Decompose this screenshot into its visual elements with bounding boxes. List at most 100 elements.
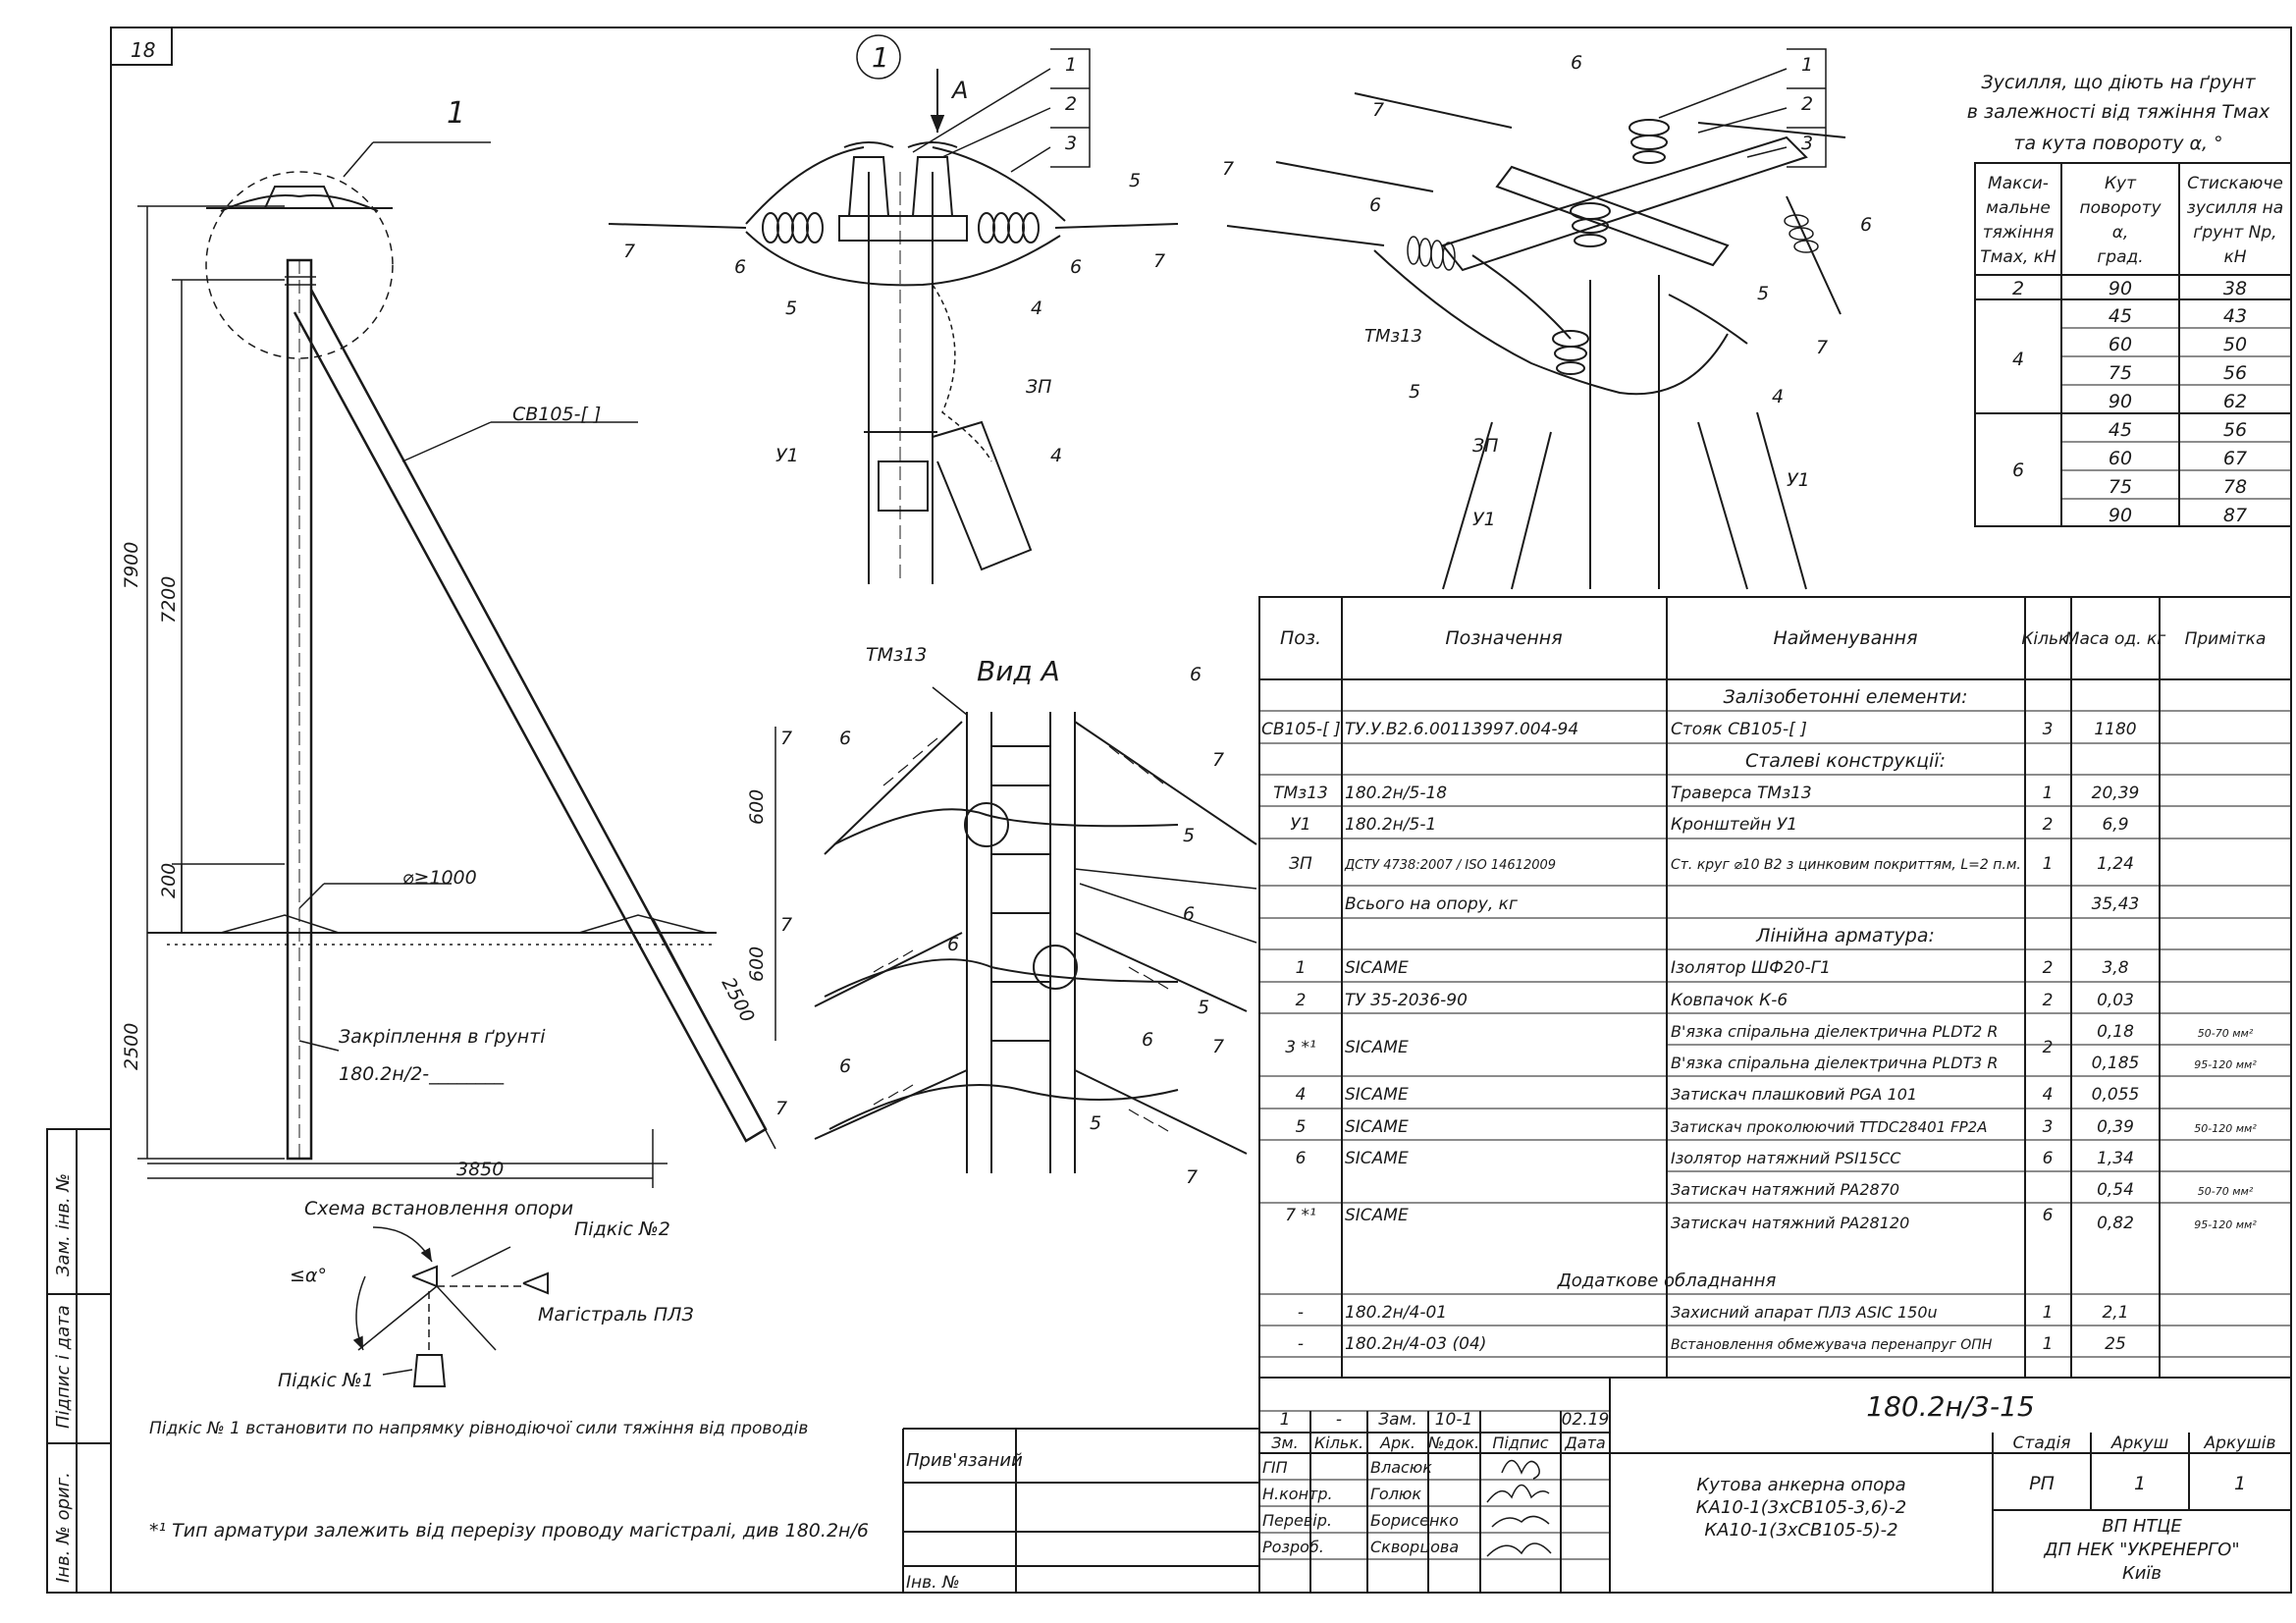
spec-h-qty: Кільк. [2021,629,2073,649]
spec-name: Встановлення обмежувача перенапруг ОПН [1671,1337,1993,1353]
spec-pos: - [1298,1303,1304,1323]
stage-header: Стадія [2013,1434,2071,1453]
spec-qty: 2 [2043,958,2054,978]
iso-label-3: 3 [1801,133,1813,154]
fh-angle-4: град. [2097,247,2143,267]
rev-1: 1 [1280,1410,1291,1430]
force-title-2: в залежності від тяжіння Тмах [1967,101,2270,123]
spec-qty: 3 [2043,1117,2054,1137]
fixing-ref: 180.2н/2-________ [339,1063,505,1085]
spec-mass: 6,9 [2102,815,2128,835]
org-1: ВП НТЦЕ [2102,1516,2182,1537]
stage-value: РП [2029,1473,2055,1494]
spec-qty: 6 [2043,1149,2054,1168]
spec-qty: 1 [2043,854,2054,874]
sheets-value: 1 [2234,1473,2246,1494]
fh-np-4: кН [2223,247,2246,267]
spec-h-mass: Маса од. кг [2065,629,2165,649]
spec-code: 180.2н/4-01 [1345,1303,1447,1323]
force-np: 38 [2223,278,2247,299]
rev-3: Зам. [1378,1410,1417,1430]
rev-6: 02.19 [1562,1410,1610,1430]
detail-1-view [608,34,1179,584]
va-label-6c: 6 [947,934,959,955]
spec-mass: 0,055 [2092,1085,2140,1105]
person: Голюк [1370,1485,1421,1503]
spec-code: 180.2н/5-18 [1345,784,1447,803]
spec-name: Ізолятор натяжний PSI15CC [1671,1149,1901,1167]
va-label-7e: 7 [775,1098,787,1119]
strut-pole [293,289,768,1143]
spec-qty: 3 [2043,720,2054,739]
spec-pos: 7 *¹ [1285,1206,1316,1225]
force-np: 56 [2223,419,2247,441]
installation-scheme [352,1226,549,1387]
d1-label-6b: 6 [1070,256,1082,278]
doc-title-1: Кутова анкерна опора [1696,1475,1905,1495]
spec-pos: 4 [1296,1085,1307,1105]
spec-name: Затискач натяжний PA28120 [1671,1214,1909,1232]
d1-label-1: 1 [1065,54,1077,76]
spec-h-code: Позначення [1445,627,1562,649]
spec-qty: 1 [2043,1303,2054,1323]
spec-pos: 6 [1296,1149,1307,1168]
spec-name: Ізолятор ШФ20-Г1 [1671,958,1831,978]
spec-pos: 3 *¹ [1285,1038,1316,1057]
spec-code: SICAME [1345,1206,1409,1225]
iso-label-6b: 6 [1369,194,1381,216]
spec-code: SICAME [1345,1117,1409,1137]
sheet-frame [110,27,2292,1594]
dim-7900: 7900 [121,542,142,589]
head-1: Зм. [1271,1434,1298,1452]
spec-name: Затискач проколюючий TTDC28401 FP2A [1671,1118,1987,1136]
detail1-callout: 1 [872,41,889,74]
spec-mass: 0,18 [2097,1022,2134,1042]
head-4: №док. [1427,1434,1479,1452]
spec-section: Додаткове обладнання [1557,1271,1777,1291]
side-stamp-orig-inv: Інв. № ориг. [53,1472,74,1583]
role: Розроб. [1262,1538,1324,1556]
fh-tmax-3: тяжіння [1983,223,2055,243]
spec-code: SICAME [1345,1038,1409,1057]
spec-mass: 1,34 [2097,1149,2134,1168]
elevation-view [137,141,776,1188]
spec-note: 50-70 мм² [2198,1185,2254,1198]
force-angle: 75 [2109,362,2132,384]
iso-label-4: 4 [1772,386,1784,407]
spec-qty: 1 [2043,784,2054,803]
spec-total-mass: 35,43 [2092,894,2140,914]
va-label-6b: 6 [839,728,851,749]
spec-section: Залізобетонні елементи: [1723,686,1967,708]
view-a-dim-600-top: 600 [746,789,768,825]
dim-3850: 3850 [456,1159,504,1180]
spec-mass: 0,03 [2097,991,2134,1010]
spec-name: Захисний апарат ПЛЗ ASIC 150u [1671,1303,1938,1322]
detail-circle [205,171,394,359]
iso-label-7a: 7 [1372,99,1384,121]
side-stamp-sign-date: Підпис і дата [53,1305,74,1429]
head-6: Дата [1564,1434,1605,1452]
spec-note: 95-120 мм² [2194,1058,2257,1071]
force-angle: 90 [2109,278,2132,299]
spec-mass: 1180 [2094,720,2136,739]
force-np: 62 [2223,391,2247,412]
force-tmax-2: 2 [2012,278,2024,299]
spec-qty: 6 [2043,1206,2054,1225]
iso-label-7b: 7 [1222,158,1234,180]
doc-title-2: КА10-1(3хСВ105-3,6)-2 [1696,1497,1906,1518]
view-a-tm: ТМз13 [866,644,927,666]
d1-label-7a: 7 [623,241,635,262]
force-np: 43 [2223,305,2247,327]
force-table: Зусилля, що діють на ґрунт в залежності … [1967,72,2292,527]
iso-label-5a: 5 [1757,283,1769,304]
d1-label-7b: 7 [1153,250,1165,272]
va-label-7c: 7 [780,914,792,936]
elev-callout: 1 [447,96,465,131]
spec-mass: 3,8 [2102,958,2128,978]
spec-name: Ковпачок К-6 [1671,991,1788,1010]
fixing-label: Закріплення в ґрунті [339,1026,546,1048]
spec-section: Сталеві конструкції: [1745,750,1946,772]
spec-code: ТУ 35-2036-90 [1345,991,1468,1010]
va-label-6f: 6 [1142,1029,1153,1051]
